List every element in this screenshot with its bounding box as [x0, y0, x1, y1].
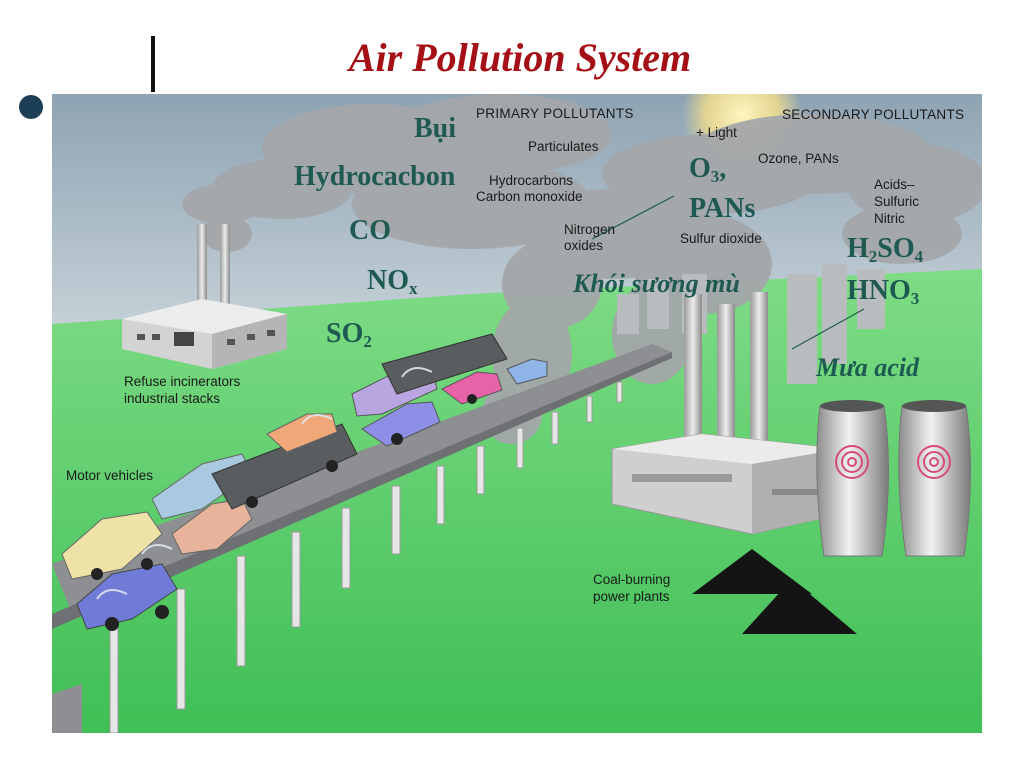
slide-title: Air Pollution System	[348, 35, 692, 80]
overlay-o3-base: O	[689, 153, 711, 184]
exhaust-puffs	[96, 367, 433, 600]
label-nitrogen: Nitrogen	[564, 222, 616, 237]
overlay-h2so4-sub2: 4	[914, 247, 924, 266]
label-nitric: Nitric	[874, 211, 905, 226]
overlay-nox: NOx	[367, 266, 418, 304]
overlay-o3: O3,	[689, 154, 726, 192]
overlay-smog: Khói sương mù	[573, 269, 740, 298]
distant-buildings	[617, 264, 885, 384]
pollution-diagram: PRIMARY POLLUTANTS SECONDARY POLLUTANTS …	[52, 94, 982, 733]
label-refuse-line2: industrial stacks	[124, 391, 221, 406]
overlay-so2-sub: 2	[363, 332, 372, 351]
label-coal-line1: Coal-burning	[593, 572, 671, 587]
label-hydrocarbons: Hydrocarbons	[489, 173, 574, 188]
overlay-so2: SO2	[326, 319, 372, 357]
overlay-hno3: HNO3	[847, 276, 919, 314]
incinerator-stacks	[197, 224, 230, 309]
overlay-h2so4: H2SO4	[847, 234, 923, 272]
overlay-hydrocacbon: Hydrocacbon	[294, 161, 456, 192]
overlay-o3-sub: 3	[710, 167, 720, 186]
diagram-illustration	[52, 94, 982, 733]
label-carbon-monoxide: Carbon monoxide	[476, 189, 583, 204]
overlay-o3-comma: ,	[719, 153, 727, 184]
overlay-h2so4-sub1: 2	[868, 247, 878, 266]
overlay-nox-base: NO	[367, 265, 409, 296]
label-coal-line2: power plants	[593, 589, 670, 604]
primary-pollutants-header: PRIMARY POLLUTANTS	[476, 106, 634, 121]
label-refuse-line1: Refuse incinerators	[124, 374, 241, 389]
label-sulfuric: Sulfuric	[874, 194, 920, 209]
bullet-icon	[19, 95, 43, 119]
overlay-hno3-base: HNO	[847, 275, 911, 306]
power-plant-stacks	[684, 292, 768, 454]
label-acids: Acids–	[874, 177, 915, 192]
vehicles	[61, 333, 548, 631]
overlay-h2so4-h: H	[847, 233, 869, 264]
overlay-co: CO	[349, 215, 391, 246]
overlay-pans: PANs	[689, 193, 756, 224]
title-divider	[151, 36, 155, 92]
overlay-bui: Bụi	[414, 113, 457, 144]
label-motor-vehicles: Motor vehicles	[66, 468, 154, 483]
overlay-acid-rain: Mưa acid	[816, 353, 919, 382]
overlay-nox-sub: x	[409, 279, 418, 298]
label-light: + Light	[696, 125, 737, 140]
label-oxides: oxides	[564, 238, 604, 253]
cooling-towers	[816, 400, 972, 557]
secondary-pollutants-header: SECONDARY POLLUTANTS	[782, 107, 965, 122]
highway-pillars	[109, 381, 623, 733]
overlay-hno3-sub: 3	[910, 289, 920, 308]
label-sulfur-dioxide: Sulfur dioxide	[680, 231, 762, 246]
pointer-lines	[591, 195, 865, 350]
coal-piles	[692, 549, 857, 634]
overlay-h2so4-so: SO	[877, 233, 915, 264]
overlay-so2-base: SO	[326, 318, 364, 349]
ground	[52, 269, 982, 733]
incinerator-building	[122, 299, 287, 369]
label-ozone-pans: Ozone, PANs	[758, 151, 839, 166]
label-particulates: Particulates	[528, 139, 599, 154]
